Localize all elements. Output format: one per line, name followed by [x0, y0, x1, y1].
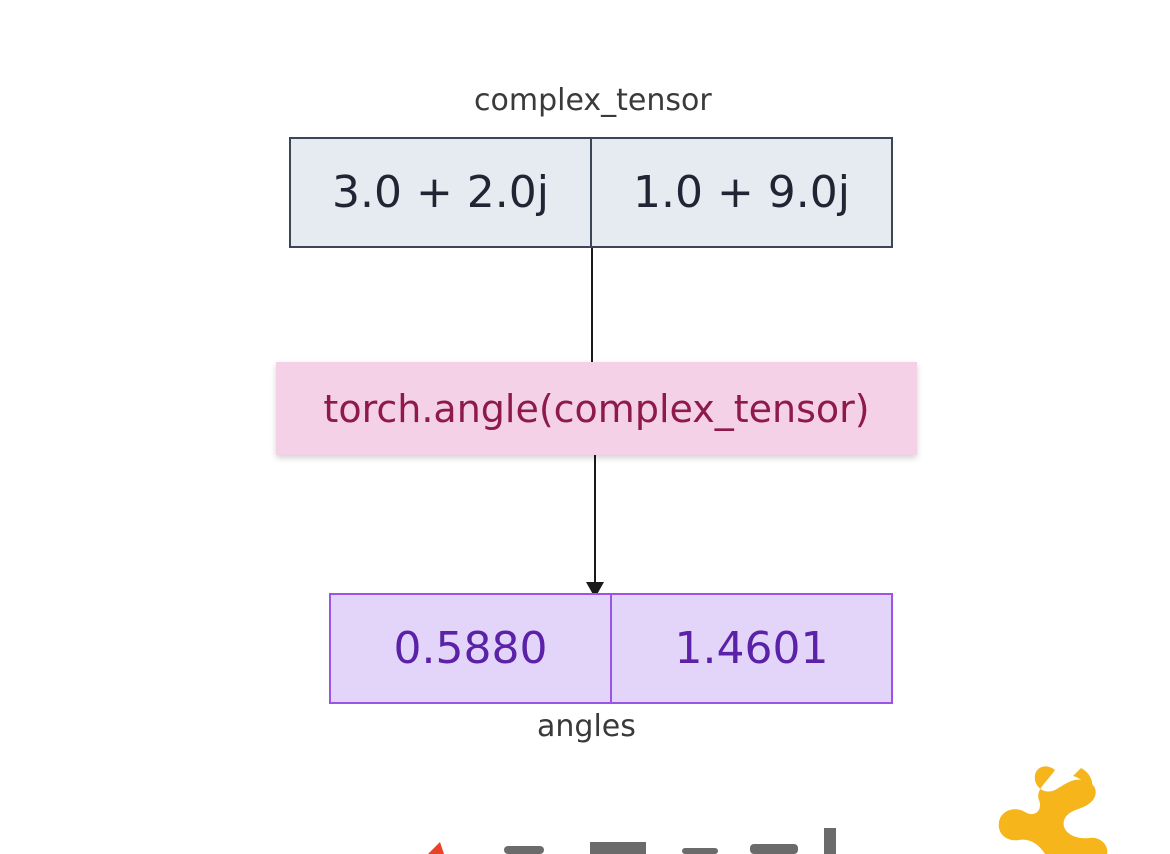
input-tensor-label: complex_tensor — [474, 83, 712, 118]
logo-flame-icon — [428, 842, 444, 854]
logo-letter-shape — [682, 848, 718, 854]
logo-letter-shape — [504, 846, 544, 854]
output-tensor-box: 0.5880 1.4601 — [329, 593, 893, 704]
output-tensor-cell-0: 0.5880 — [393, 623, 548, 674]
logo-letter-shape — [750, 844, 798, 854]
logo-letter-shape — [824, 828, 836, 854]
input-tensor-cell-0: 3.0 + 2.0j — [331, 167, 549, 218]
output-tensor-label: angles — [537, 709, 636, 744]
logo-wordmark — [420, 828, 850, 854]
operation-box: torch.angle(complex_tensor) — [276, 362, 917, 455]
mascot-icon — [985, 760, 1115, 854]
output-tensor-cell-1: 1.4601 — [610, 595, 891, 702]
input-tensor-box: 3.0 + 2.0j 1.0 + 9.0j — [289, 137, 893, 248]
input-tensor-cell-1: 1.0 + 9.0j — [590, 139, 891, 246]
logo-letter-shape — [590, 842, 646, 854]
